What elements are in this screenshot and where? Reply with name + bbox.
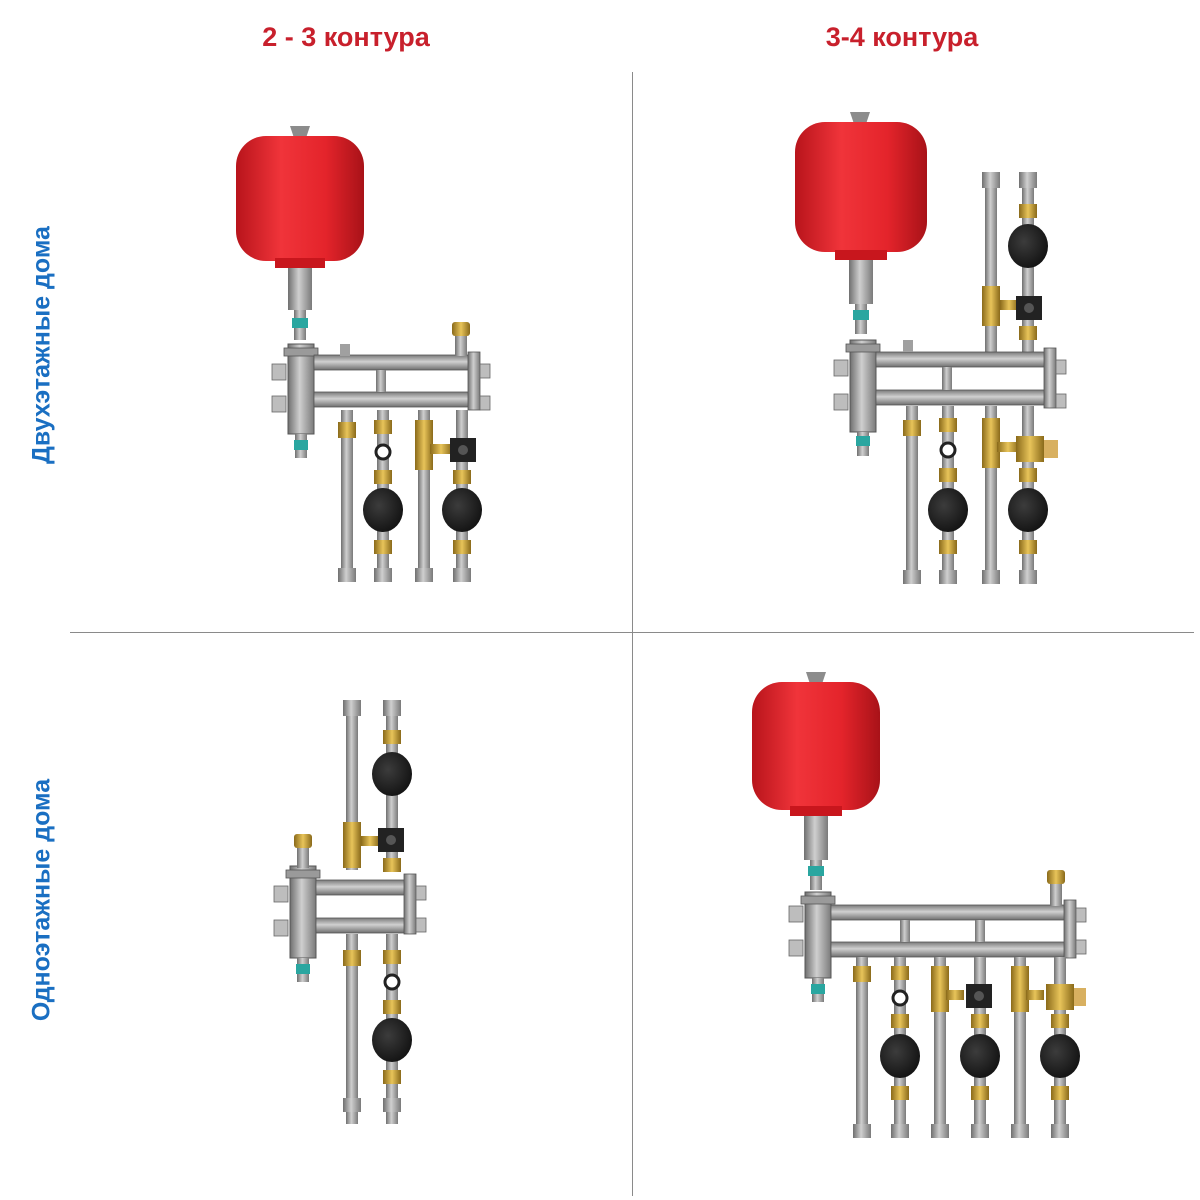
expansion-tank (752, 672, 880, 890)
horizontal-divider (70, 632, 1194, 633)
circuit-pump (363, 410, 403, 582)
column-header-2-3-circuits: 2 - 3 контура (262, 22, 430, 52)
manifold (271, 322, 491, 458)
circuit-mixing (1008, 406, 1058, 584)
manifold (273, 834, 427, 982)
circuit-bypass-2 (1011, 957, 1044, 1138)
upper-circuits (343, 700, 412, 872)
circuit-mixing (960, 957, 1000, 1138)
circuit-mixing-2 (1040, 957, 1086, 1138)
manifold (788, 870, 1087, 1002)
circuit-pump (880, 957, 920, 1138)
scheme-3-4-one-storey (752, 672, 1087, 1138)
circuit-bypass (415, 410, 452, 582)
scheme-3-4-two-storey (795, 112, 1067, 584)
vertical-divider (632, 72, 633, 1196)
upper-circuits (982, 172, 1048, 352)
scheme-2-3-one-storey (273, 700, 427, 1124)
expansion-tank (236, 126, 364, 340)
circuit-mixing (442, 410, 482, 582)
expansion-tank (795, 112, 927, 334)
scheme-2-3-two-storey (236, 126, 491, 582)
circuit-direct (853, 957, 871, 1138)
circuit-direct (903, 406, 921, 584)
circuit-bypass (931, 957, 964, 1138)
circuit-pump (928, 406, 968, 584)
circuit-direct (338, 410, 356, 582)
lower-circuits (343, 934, 412, 1124)
circuit-bypass (982, 406, 1019, 584)
column-header-3-4-circuits: 3-4 контура (825, 22, 979, 52)
manifold (833, 339, 1067, 456)
